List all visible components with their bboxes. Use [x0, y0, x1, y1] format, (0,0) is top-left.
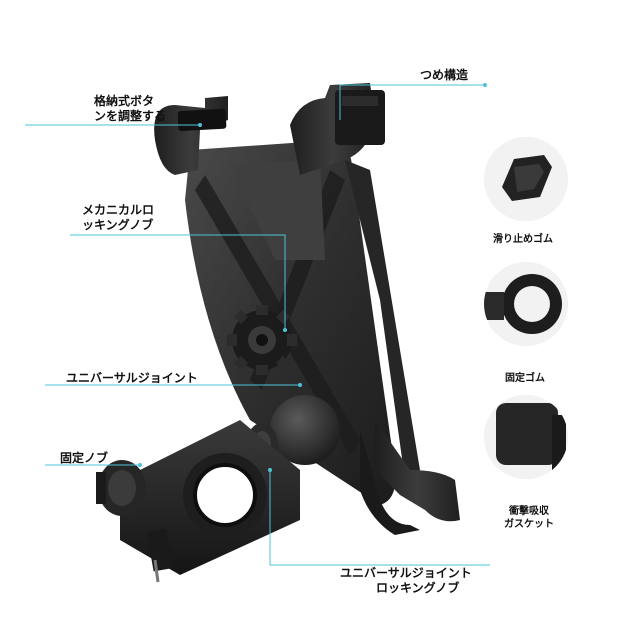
label-uj-lock-line1: ユニバーサルジョイント: [340, 566, 472, 580]
callout-fixed-rubber: [484, 262, 568, 346]
label-claw-structure: つめ構造: [420, 68, 469, 82]
callout-shock-line1: 衝撃吸収: [509, 506, 549, 517]
label-mech-line2: ッキングノブ: [82, 218, 154, 232]
callout-nonslip-label: 滑り止めゴム: [493, 234, 553, 245]
mechanical-locking-knob: [227, 305, 297, 375]
callout-shock-line2: ガスケット: [504, 519, 554, 530]
callout-shock-gasket: [484, 395, 568, 479]
callout-shock-gasket-label: 衝撃吸収 ガスケット: [504, 505, 554, 531]
label-mechanical-locking-knob: メカニカルロ ッキングノブ: [82, 203, 154, 233]
label-uj-lock-line2: ロッキングノブ: [376, 581, 460, 595]
label-mech-line1: メカニカルロ: [82, 203, 155, 217]
label-fixed-knob: 固定ノブ: [60, 451, 109, 465]
label-retractable-button-line2: ンを調整する: [94, 109, 167, 123]
fixed-knob: [96, 460, 146, 516]
handlebar-clamp: [120, 420, 300, 583]
leader-lines: [25, 83, 490, 566]
label-universal-joint-locking-knob: ユニバーサルジョイント ロッキングノブ: [340, 566, 472, 596]
claw-bottom: [375, 420, 460, 522]
label-retractable-button: 格納式ボタ ンを調整する: [94, 94, 166, 124]
callout-nonslip-rubber: [484, 137, 568, 221]
label-retractable-button-line1: 格納式ボタ: [94, 94, 155, 108]
universal-joint-ball: [270, 395, 340, 465]
label-universal-joint: ユニバーサルジョイント: [66, 371, 198, 385]
callout-fixed-rubber-label: 固定ゴム: [505, 373, 545, 384]
